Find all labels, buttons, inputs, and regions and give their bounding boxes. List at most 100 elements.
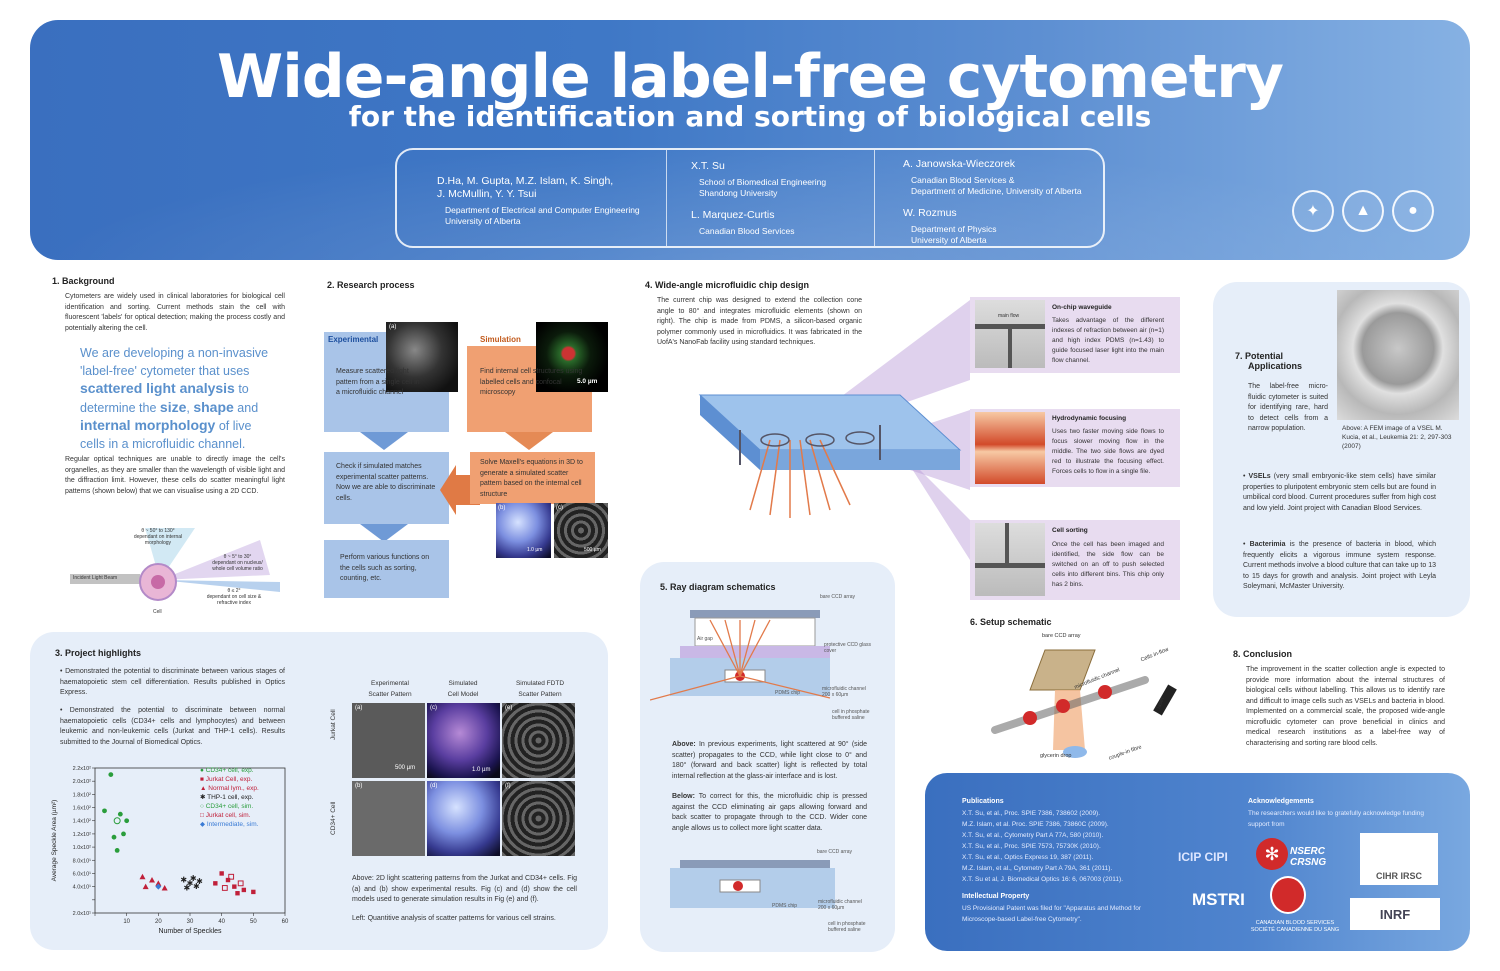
data-point xyxy=(124,818,130,824)
experimental-label: Experimental xyxy=(328,335,379,344)
legend-label: Jurkat cell, sim. xyxy=(205,812,251,819)
data-point: ✱ xyxy=(180,876,187,885)
data-point xyxy=(161,884,168,891)
diagram-label: Air gap xyxy=(697,636,713,642)
feature-title: Cell sorting xyxy=(1052,527,1088,534)
nserc-logo: NSERC CRSNG xyxy=(1290,846,1327,868)
feature-text: Takes advantage of the different indexes… xyxy=(1052,317,1164,364)
publication-item: M.Z. Islam, et al. Proc. SPIE 7386, 7386… xyxy=(962,821,1109,828)
image-label: main flow xyxy=(998,313,1020,319)
setup-heading: 6. Setup schematic xyxy=(970,617,1052,627)
x-tick-label: 50 xyxy=(250,919,257,925)
compare-box xyxy=(324,452,449,524)
author-names: D.Ha, M. Gupta, M.Z. Islam, K. Singh, xyxy=(437,175,614,187)
ip-text: US Provisional Patent was filed for "App… xyxy=(962,905,1141,923)
author-affiliation: Canadian Blood Services xyxy=(699,226,795,236)
chart-legend: ● CD34+ cell, exp.■ Jurkat Cell, exp.▲ N… xyxy=(200,766,259,829)
scattering-angle-figure xyxy=(70,528,280,601)
data-point xyxy=(102,808,107,814)
applications-bullet-1: • VSELs (very small embryonic-like stem … xyxy=(1243,473,1436,512)
fig-label-beam: Incident Light Beam xyxy=(73,575,118,581)
scale-bar-label: 1.0 µm xyxy=(527,547,543,553)
legend-marker: ✱ xyxy=(200,794,208,801)
legend-marker: □ xyxy=(200,812,206,819)
header-banner: Wide-angle label-free cytometry for the … xyxy=(30,20,1470,260)
legend-entry: ✱ THP-1 cell, exp. xyxy=(200,793,259,802)
background-heading: 1. Background xyxy=(52,276,115,286)
publication-item: X.T. Su, et al., Optics Express 19, 387 … xyxy=(962,854,1094,861)
highlights-heading: 3. Project highlights xyxy=(55,648,142,658)
cihr-logo: CIHR IRSC xyxy=(1360,833,1438,885)
simulation-model-image xyxy=(496,503,551,558)
data-point xyxy=(113,817,121,825)
experimental-step-2: Check if simulated matches experimental … xyxy=(336,463,436,502)
data-point xyxy=(142,883,149,890)
ray-heading: 5. Ray diagram schematics xyxy=(660,582,776,592)
data-point: ✱ xyxy=(190,874,197,883)
legend-label: CD34+ cell, exp. xyxy=(205,767,254,774)
y-tick-label: 1.8x10² xyxy=(73,792,92,798)
legend-label: CD34+ cell, sim. xyxy=(205,803,254,810)
cell-model-jurkat xyxy=(427,703,500,778)
fig-label-c: θ ≤ 2°dependant on cell size &refractive… xyxy=(206,588,262,606)
image-label: (b) xyxy=(355,783,363,789)
ack-text: The researchers would like to gratefully… xyxy=(1248,810,1424,828)
feature-title: On-chip waveguide xyxy=(1052,304,1112,311)
x-tick-label: 40 xyxy=(218,919,225,925)
diagram-label: protective CCD glass cover xyxy=(824,642,871,654)
cell-model-cd34 xyxy=(427,781,500,856)
data-point xyxy=(251,889,256,895)
data-point xyxy=(111,834,117,840)
y-tick-label: 1.2x10² xyxy=(73,832,92,838)
data-point xyxy=(213,881,218,886)
y-tick-label: 2.0x10¹ xyxy=(73,911,92,917)
data-point xyxy=(235,891,240,896)
data-point xyxy=(237,880,244,887)
legend-label: Normal lym., exp. xyxy=(208,785,259,792)
y-tick-label: 4.0x10¹ xyxy=(73,885,92,891)
image-label: (c) xyxy=(556,505,563,511)
data-point xyxy=(139,873,146,880)
legend-marker: ○ xyxy=(200,803,206,810)
publications-list: X.T. Su, et al., Proc. SPIE 7386, 738602… xyxy=(962,808,1212,885)
data-point xyxy=(108,772,114,777)
conclusion-heading: 8. Conclusion xyxy=(1233,649,1293,659)
data-point xyxy=(155,883,162,890)
author-names-2: J. McMullin, Y. Y. Tsui xyxy=(437,188,537,200)
author-name: A. Janowska-Wieczorek xyxy=(903,158,1016,170)
data-point: ✱ xyxy=(193,882,200,891)
data-point xyxy=(121,831,126,837)
scale-bar-label: 1.0 µm xyxy=(472,767,491,773)
x-tick-label: 30 xyxy=(187,919,194,925)
image-label: (c) xyxy=(430,705,437,711)
publication-item: X.T. Su, et al., Proc. SPIE 7386, 738602… xyxy=(962,810,1101,817)
x-tick-label: 10 xyxy=(123,919,130,925)
confocal-image xyxy=(536,322,608,392)
arrow-down-icon xyxy=(505,432,553,450)
focusing-image xyxy=(975,412,1045,484)
authors-box: D.Ha, M. Gupta, M.Z. Islam, K. Singh, J.… xyxy=(395,148,1105,248)
ack-heading: Acknowledgements xyxy=(1248,798,1314,805)
data-point xyxy=(155,880,162,886)
scatter-image-a xyxy=(386,322,458,392)
exp-scatter-cd34 xyxy=(352,781,425,856)
legend-entry: ● CD34+ cell, exp. xyxy=(200,766,259,775)
data-point: ✱ xyxy=(196,877,203,886)
highlights-caption-above: Above: 2D light scattering patterns from… xyxy=(352,875,577,903)
applications-text: The label-free micro-fluidic cytometer i… xyxy=(1248,383,1328,432)
simulation-step-1: Find internal cell structures using labe… xyxy=(480,368,583,396)
publication-item: M.Z. Islam, et al., Cytometry Part A 79A… xyxy=(962,865,1113,872)
fdtd-scatter-jurkat xyxy=(502,703,575,778)
data-point xyxy=(149,877,155,883)
authors-col-1: D.Ha, M. Gupta, M.Z. Islam, K. Singh, J.… xyxy=(397,150,667,246)
y-tick-label: 1.6x10² xyxy=(73,806,92,812)
background-text-2: Regular optical techniques are unable to… xyxy=(65,456,285,495)
poster-subtitle: for the identification and sorting of bi… xyxy=(348,100,1152,133)
chip-text: The current chip was designed to extend … xyxy=(657,297,862,346)
diagram-label: glycerin drop xyxy=(1040,753,1072,759)
legend-label: THP-1 cell, exp. xyxy=(207,794,254,801)
exp-scatter-jurkat xyxy=(352,703,425,778)
grid-row-label: Jurkat Cell xyxy=(330,709,337,740)
